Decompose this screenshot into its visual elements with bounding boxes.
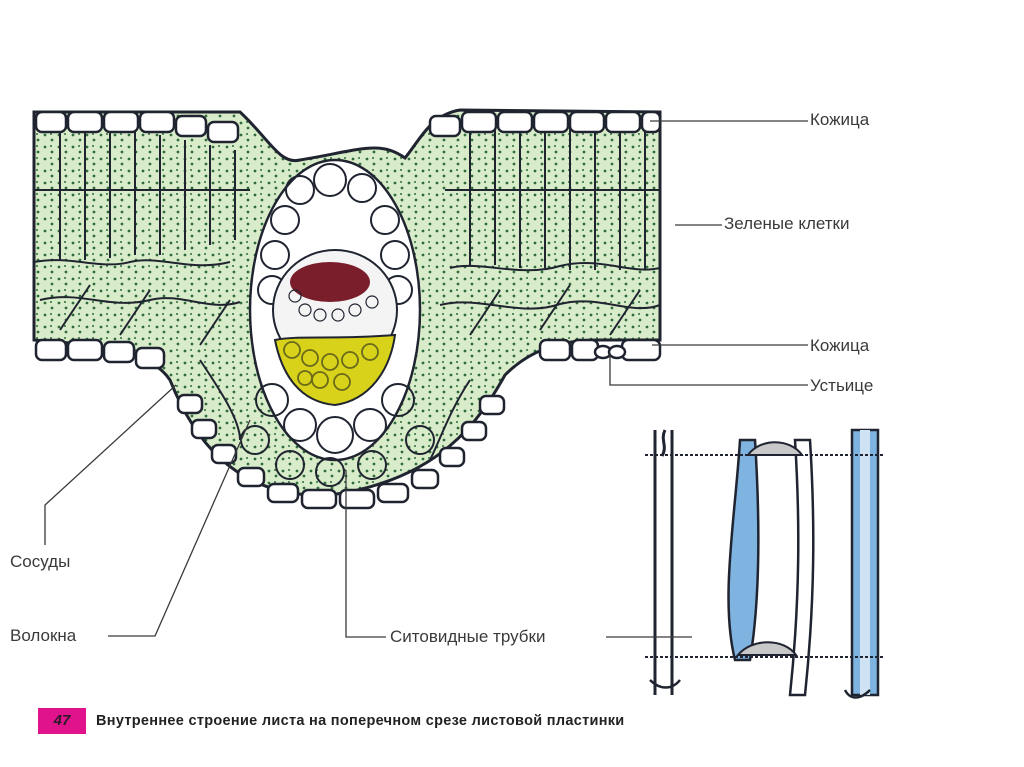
figure-number-badge: 47 bbox=[38, 708, 86, 734]
sieve-tube-blue bbox=[729, 440, 759, 660]
label-stoma: Устьице bbox=[810, 376, 873, 396]
figure-caption-text: Внутреннее строение листа на поперечном … bbox=[96, 713, 625, 729]
label-epidermis-top: Кожица bbox=[810, 110, 869, 130]
label-vessels: Сосуды bbox=[10, 552, 70, 572]
figure-caption: 47 Внутреннее строение листа на поперечн… bbox=[38, 708, 625, 734]
phloem bbox=[290, 262, 370, 302]
label-epidermis-bottom: Кожица bbox=[810, 336, 869, 356]
leaf-tissue bbox=[34, 110, 660, 508]
sieve-tube-detail bbox=[645, 430, 885, 698]
label-sieve-tubes: Ситовидные трубки bbox=[390, 627, 545, 647]
label-fibers: Волокна bbox=[10, 626, 76, 646]
label-green-cells: Зеленые клетки bbox=[724, 214, 849, 234]
